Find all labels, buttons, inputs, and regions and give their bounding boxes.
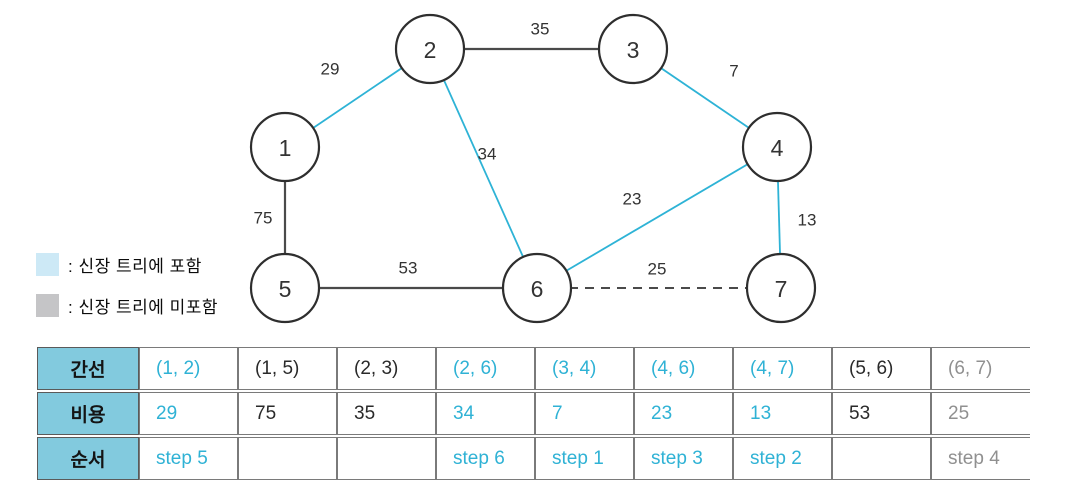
graph-node-1 <box>249 111 321 183</box>
cell-order-col5: step 1 <box>535 437 634 480</box>
cell-cost-col6: 23 <box>634 392 733 435</box>
cell-edge-col1: (1, 2) <box>139 347 238 390</box>
cell-order-col7: step 2 <box>733 437 832 480</box>
cell-cost-col5: 7 <box>535 392 634 435</box>
cell-order-col2 <box>238 437 337 480</box>
edge-weight-2-6: 34 <box>478 145 497 164</box>
legend-excluded-label: : 신장 트리에 미포함 <box>68 298 219 317</box>
edge-weight-6-7: 25 <box>648 260 667 279</box>
cell-cost-col8: 53 <box>832 392 931 435</box>
legend-item-included: : 신장 트리에 포함 <box>36 252 218 277</box>
cell-order-col9: step 4 <box>931 437 1030 480</box>
cell-edge-col9: (6, 7) <box>931 347 1030 390</box>
cell-edge-col6: (4, 6) <box>634 347 733 390</box>
legend-included-label: : 신장 트리에 포함 <box>68 257 202 276</box>
excluded-swatch-icon <box>36 294 59 317</box>
row-header-edge: 간선 <box>37 347 139 390</box>
graph-node-label-3: 3 <box>627 37 640 63</box>
edge-weight-5-6: 53 <box>399 259 418 278</box>
cell-edge-col3: (2, 3) <box>337 347 436 390</box>
graph-node-6 <box>501 252 573 324</box>
cell-edge-col7: (4, 7) <box>733 347 832 390</box>
cell-edge-col8: (5, 6) <box>832 347 931 390</box>
graph-edge-2-6 <box>429 48 538 289</box>
cell-cost-col9: 25 <box>931 392 1030 435</box>
legend-item-excluded: : 신장 트리에 미포함 <box>36 293 218 318</box>
edge-weight-1-5: 75 <box>254 209 273 228</box>
graph-node-2 <box>394 13 466 85</box>
included-swatch-icon <box>36 253 59 276</box>
graph-node-3 <box>597 13 669 85</box>
cell-cost-col1: 29 <box>139 392 238 435</box>
cell-order-col8 <box>832 437 931 480</box>
cell-edge-col4: (2, 6) <box>436 347 535 390</box>
edge-weight-1-2: 29 <box>321 60 340 79</box>
graph-node-label-5: 5 <box>279 276 292 302</box>
edge-weight-4-7: 13 <box>798 211 817 230</box>
cell-order-col1: step 5 <box>139 437 238 480</box>
cell-cost-col3: 35 <box>337 392 436 435</box>
graph-edge-4-6 <box>536 146 778 289</box>
legend: : 신장 트리에 포함 : 신장 트리에 미포함 <box>36 252 218 318</box>
cell-edge-col5: (3, 4) <box>535 347 634 390</box>
cell-order-col3 <box>337 437 436 480</box>
row-header-order: 순서 <box>37 437 139 480</box>
row-header-cost: 비용 <box>37 392 139 435</box>
edge-weight-3-4: 7 <box>729 62 738 81</box>
edge-weight-2-3: 35 <box>531 20 550 39</box>
cell-order-col6: step 3 <box>634 437 733 480</box>
cell-cost-col4: 34 <box>436 392 535 435</box>
graph-node-7 <box>745 252 817 324</box>
graph-node-label-2: 2 <box>424 37 437 63</box>
graph-node-label-4: 4 <box>771 135 784 161</box>
graph-node-label-6: 6 <box>531 276 544 302</box>
graph-node-5 <box>249 252 321 324</box>
cell-order-col4: step 6 <box>436 437 535 480</box>
cell-cost-col2: 75 <box>238 392 337 435</box>
graph-node-label-1: 1 <box>279 135 292 161</box>
graph-node-4 <box>741 111 813 183</box>
graph-node-label-7: 7 <box>775 276 788 302</box>
cell-edge-col2: (1, 5) <box>238 347 337 390</box>
cell-cost-col7: 13 <box>733 392 832 435</box>
edge-weight-4-6: 23 <box>623 190 642 209</box>
